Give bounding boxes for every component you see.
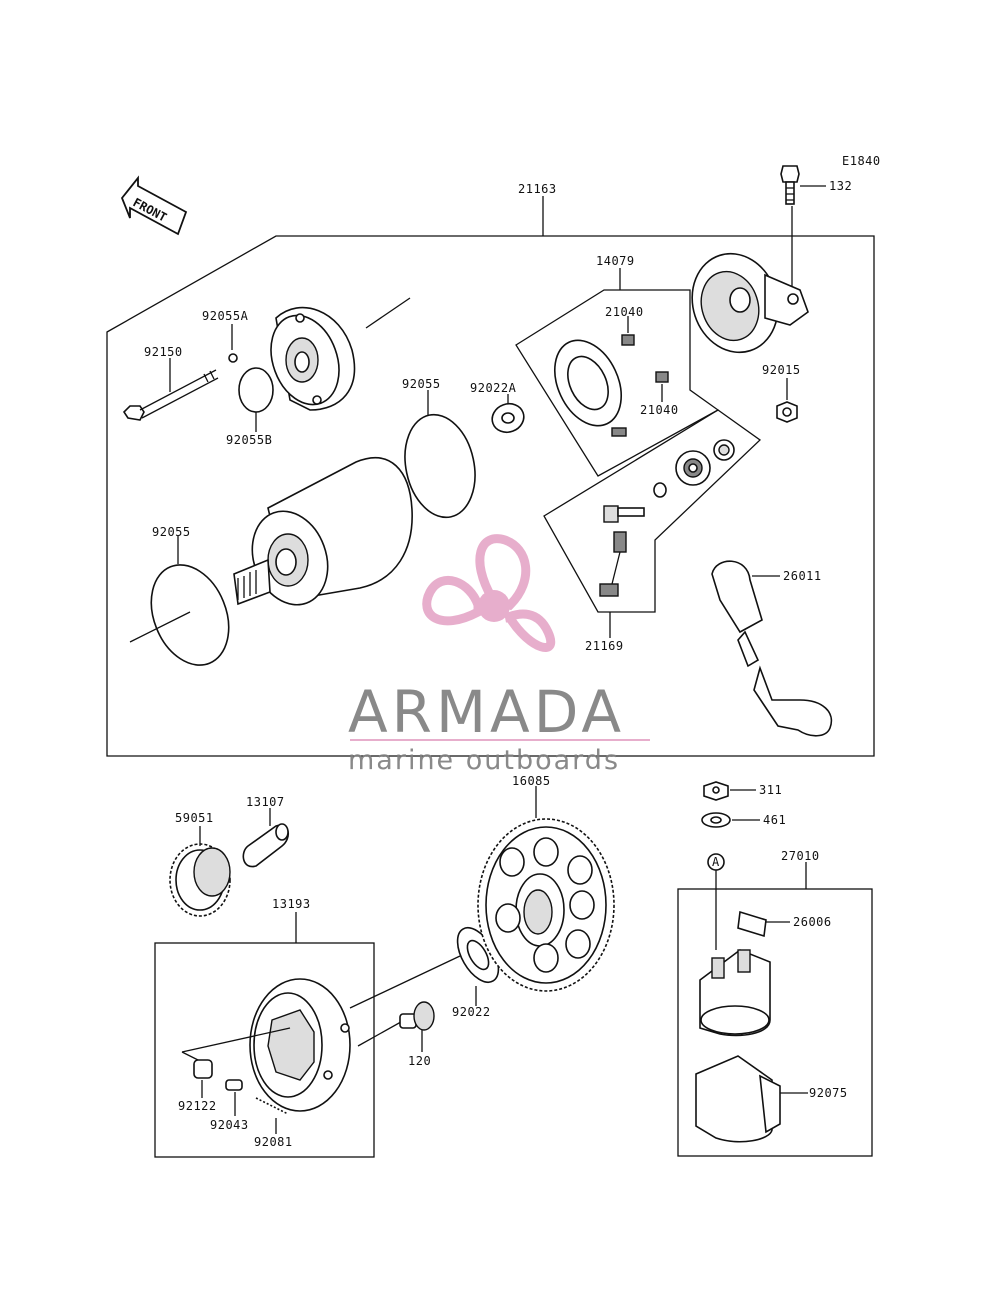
propeller-icon bbox=[422, 534, 556, 652]
armada-logo: ARMADA marine outboards bbox=[348, 534, 650, 776]
front-cover bbox=[270, 307, 356, 411]
watermark-tagline: marine outboards bbox=[348, 745, 620, 776]
watermark-brand: ARMADA bbox=[348, 678, 625, 746]
starter-clutch bbox=[249, 978, 351, 1112]
washer-92022 bbox=[456, 927, 500, 983]
brush-21040-b bbox=[655, 371, 669, 383]
label-21163: 21163 bbox=[518, 182, 557, 196]
label-13193: 13193 bbox=[272, 897, 311, 911]
spring-92081 bbox=[255, 1097, 289, 1115]
brush-plate bbox=[554, 339, 627, 437]
label-92075: 92075 bbox=[809, 1086, 848, 1100]
fuse-26006 bbox=[737, 910, 767, 938]
label-13107: 13107 bbox=[246, 795, 285, 809]
label-92043: 92043 bbox=[210, 1118, 249, 1132]
label-311: 311 bbox=[759, 783, 782, 797]
label-14079: 14079 bbox=[596, 254, 635, 268]
label-92055-top: 92055 bbox=[402, 377, 441, 391]
o-ring-92055B bbox=[238, 367, 274, 413]
shaft-120 bbox=[399, 1001, 435, 1031]
label-92055-left: 92055 bbox=[152, 525, 191, 539]
nut-92015 bbox=[776, 401, 798, 423]
label-59051: 59051 bbox=[175, 811, 214, 825]
label-132: 132 bbox=[829, 179, 852, 193]
label-21040-a: 21040 bbox=[605, 305, 644, 319]
terminal-cap-26011 bbox=[711, 560, 833, 737]
relay-cover-92075 bbox=[695, 1055, 781, 1143]
label-120: 120 bbox=[408, 1054, 431, 1068]
terminal-bolt bbox=[599, 505, 645, 597]
starter-motor-body bbox=[233, 457, 413, 606]
label-92055B: 92055B bbox=[226, 433, 272, 447]
pin-92043 bbox=[225, 1079, 243, 1091]
washers-and-insulators bbox=[653, 439, 735, 498]
label-92150: 92150 bbox=[144, 345, 183, 359]
label-92081: 92081 bbox=[254, 1135, 293, 1149]
label-21169: 21169 bbox=[585, 639, 624, 653]
terminal-box-21169 bbox=[543, 409, 762, 613]
reference-a: A bbox=[712, 855, 720, 869]
label-27010: 27010 bbox=[781, 849, 820, 863]
clutch-box-13193 bbox=[154, 942, 375, 1158]
label-16085: 16085 bbox=[512, 774, 551, 788]
bolt-132 bbox=[780, 165, 800, 205]
gear-59051 bbox=[169, 843, 231, 917]
washer-461 bbox=[701, 812, 731, 828]
through-bolt-92150 bbox=[122, 369, 219, 421]
shaft-13107 bbox=[242, 823, 289, 868]
label-26011: 26011 bbox=[783, 569, 822, 583]
label-92015: 92015 bbox=[762, 363, 801, 377]
label-92022: 92022 bbox=[452, 1005, 491, 1019]
roller-92122 bbox=[193, 1059, 213, 1079]
rear-cover bbox=[691, 252, 809, 354]
brush-plate-box-14079 bbox=[515, 289, 720, 477]
label-92022A: 92022A bbox=[470, 381, 517, 395]
label-461: 461 bbox=[763, 813, 786, 827]
assembly-outline-21163 bbox=[106, 235, 875, 757]
relay-box-27010 bbox=[677, 888, 873, 1157]
o-ring-92055-top bbox=[404, 413, 476, 519]
front-arrow-icon: FRONT bbox=[120, 175, 188, 236]
label-26006: 26006 bbox=[793, 915, 832, 929]
label-92055A: 92055A bbox=[202, 309, 249, 323]
label-92122: 92122 bbox=[178, 1099, 217, 1113]
starter-relay bbox=[699, 949, 771, 1037]
label-21040-b: 21040 bbox=[640, 403, 679, 417]
gear-16085 bbox=[477, 818, 615, 992]
washer-92022A bbox=[491, 402, 525, 434]
diagram-code: E1840 bbox=[842, 154, 881, 168]
nut-311 bbox=[703, 781, 729, 801]
brush-21040-a bbox=[621, 334, 635, 346]
o-ring-92055-left bbox=[150, 564, 230, 666]
